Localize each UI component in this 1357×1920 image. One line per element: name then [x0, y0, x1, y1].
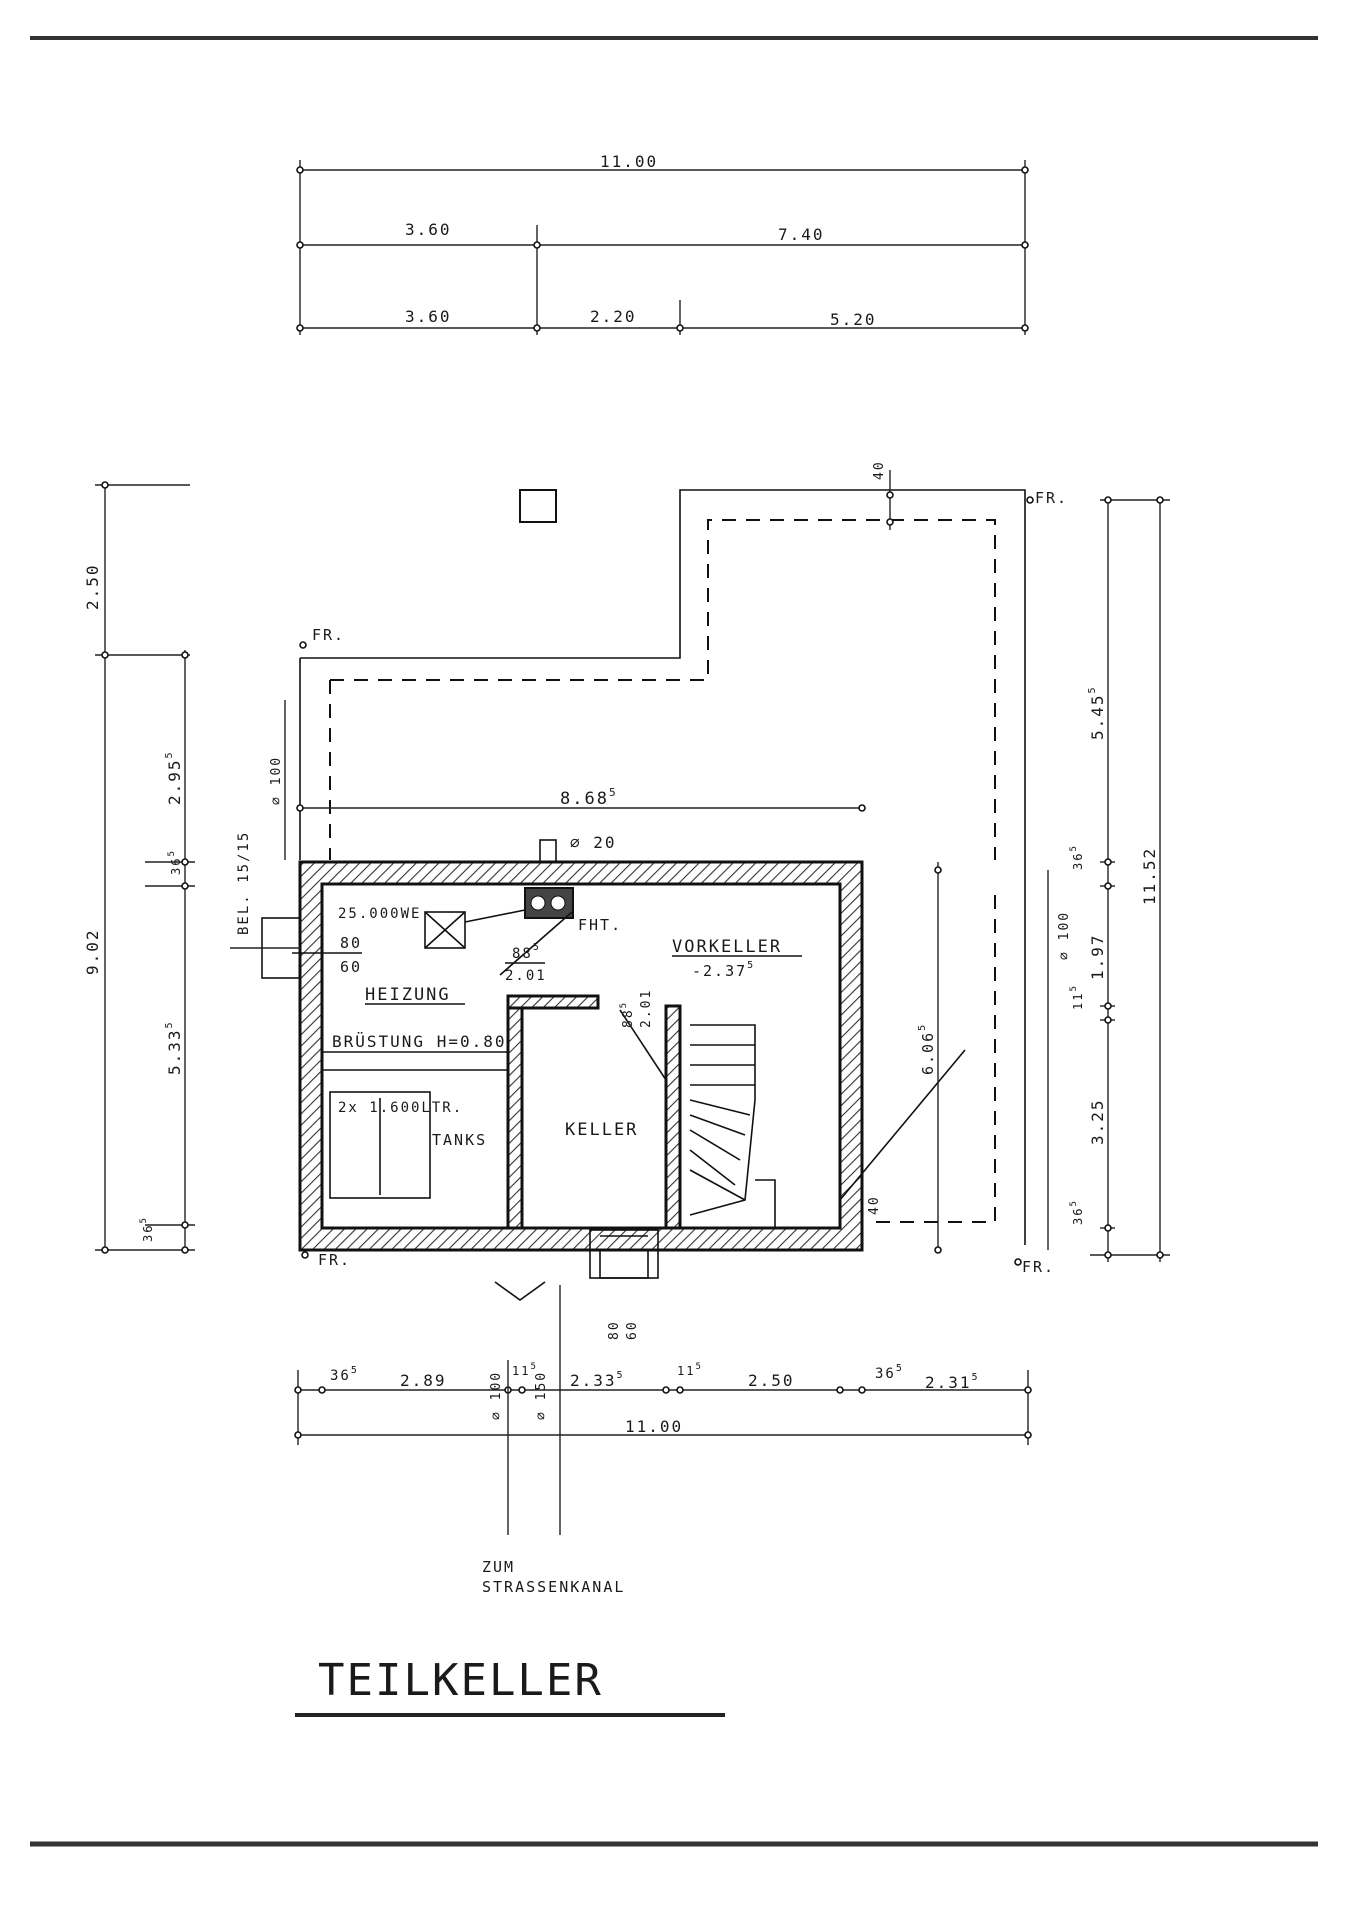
label-heizung: HEIZUNG: [365, 985, 451, 1005]
svg-text:115: 115: [512, 1362, 538, 1378]
basement-walls: [261, 839, 864, 1279]
svg-text:365: 365: [875, 1363, 904, 1382]
svg-text:365: 365: [167, 849, 183, 875]
label-tanks-capacity: 2x 1.600LTR.: [338, 1100, 463, 1116]
heating-room-fixtures: [322, 909, 667, 1199]
label-keller: KELLER: [565, 1120, 638, 1140]
label-vent-80: 80: [340, 934, 362, 952]
label-fr-bottom-left: FR.: [318, 1251, 351, 1269]
label-vent-size: BEL. 15/15: [236, 831, 252, 935]
dim-right-e: 3.25: [1088, 1098, 1107, 1145]
left-dimension-chains: 2.50 9.02 2.955 365 5.335 365 ⌀ 100 BEL.…: [83, 481, 300, 1254]
svg-text:365: 365: [1069, 844, 1085, 870]
dim-left-upper: 2.50: [83, 563, 102, 610]
dim-bottom-opening-60: 60: [625, 1320, 640, 1340]
svg-text:5.335: 5.335: [164, 1020, 184, 1075]
inner-width-dimension: 8.685: [296, 786, 866, 812]
svg-text:2.955: 2.955: [164, 750, 184, 805]
svg-text:6.065: 6.065: [917, 1023, 937, 1075]
label-drain-note-1: ZUM: [482, 1558, 515, 1576]
label-door1-height: 2.01: [505, 968, 547, 984]
dim-right-top-small: 40: [872, 460, 887, 480]
svg-text:885: 885: [512, 942, 541, 962]
label-right-40: 40: [867, 1195, 882, 1215]
dim-row3-a: 3.60: [405, 307, 452, 326]
label-chimney-diameter: ⌀ 20: [570, 833, 617, 852]
label-vorkeller: VORKELLER: [672, 937, 782, 957]
staircase: [689, 1024, 966, 1228]
svg-text:365: 365: [139, 1216, 155, 1242]
svg-text:365: 365: [330, 1365, 359, 1384]
right-dimension-chains: 5.455 365 1.97 115 3.25 365 11.52 6.065 …: [872, 460, 1170, 1262]
label-fr-bottom-right: FR.: [1022, 1258, 1055, 1276]
label-door2-height: 2.01: [639, 989, 654, 1028]
svg-text:2.335: 2.335: [570, 1370, 625, 1390]
dim-row2-right: 7.40: [778, 225, 825, 244]
dim-right-c: 1.97: [1088, 933, 1107, 980]
label-drain-note-2: STRASSENKANAL: [482, 1578, 625, 1596]
dim-bottom-opening-80: 80: [607, 1320, 622, 1340]
dim-row3-c: 5.20: [830, 310, 877, 329]
dim-right-total: 11.52: [1140, 847, 1159, 905]
svg-text:885: 885: [619, 1001, 636, 1028]
dim-bottom-s6: 2.50: [748, 1371, 795, 1390]
label-tanks: TANKS: [432, 1131, 487, 1149]
label-vent-60: 60: [340, 958, 362, 976]
top-dimension-chains: 11.00 3.60 7.40 3.60 2.20 5.20: [296, 152, 1029, 335]
upper-floor-outline: FR. FR. FR. FR.: [299, 489, 1068, 1276]
dim-row2-left: 3.60: [405, 220, 452, 239]
chimney-square-symbol: [519, 489, 557, 523]
dim-left-pipe: ⌀ 100: [269, 756, 284, 805]
svg-text:5.455: 5.455: [1087, 685, 1107, 740]
sheet-title: TEILKELLER: [318, 1655, 603, 1706]
label-fr-top-left: FR.: [312, 626, 345, 644]
dim-bottom-pipe-a: ⌀ 100: [489, 1371, 504, 1420]
svg-text:115: 115: [677, 1362, 703, 1378]
dim-bottom-s2: 2.89: [400, 1371, 447, 1390]
svg-text:-2.375: -2.375: [692, 960, 755, 980]
label-heater: 25.000WE: [338, 906, 421, 922]
room-labels: ⌀ 20 25.000WE FHT. 885 2.01 80 60 HEIZUN…: [292, 833, 882, 1215]
svg-text:8.685: 8.685: [560, 786, 618, 809]
dim-bottom-pipe-b: ⌀ 150: [534, 1371, 549, 1420]
label-fr-top-right: FR.: [1035, 489, 1068, 507]
bottom-dimension-chains: 365 2.89 115 2.335 115 2.50 365 2.315 11…: [294, 1281, 1032, 1535]
svg-text:365: 365: [1069, 1199, 1085, 1225]
label-fht: FHT.: [578, 916, 622, 934]
dim-bottom-total: 11.00: [625, 1417, 683, 1436]
svg-text:2.315: 2.315: [925, 1372, 980, 1392]
dim-left-total: 9.02: [83, 928, 102, 975]
svg-text:115: 115: [1069, 984, 1085, 1010]
label-bruestung: BRÜSTUNG H=0.80: [332, 1032, 507, 1051]
dim-total-top: 11.00: [600, 152, 658, 171]
dim-right-pipe: ⌀ 100: [1057, 911, 1072, 960]
dim-row3-b: 2.20: [590, 307, 637, 326]
sheet-border-lines: [30, 36, 1318, 1847]
